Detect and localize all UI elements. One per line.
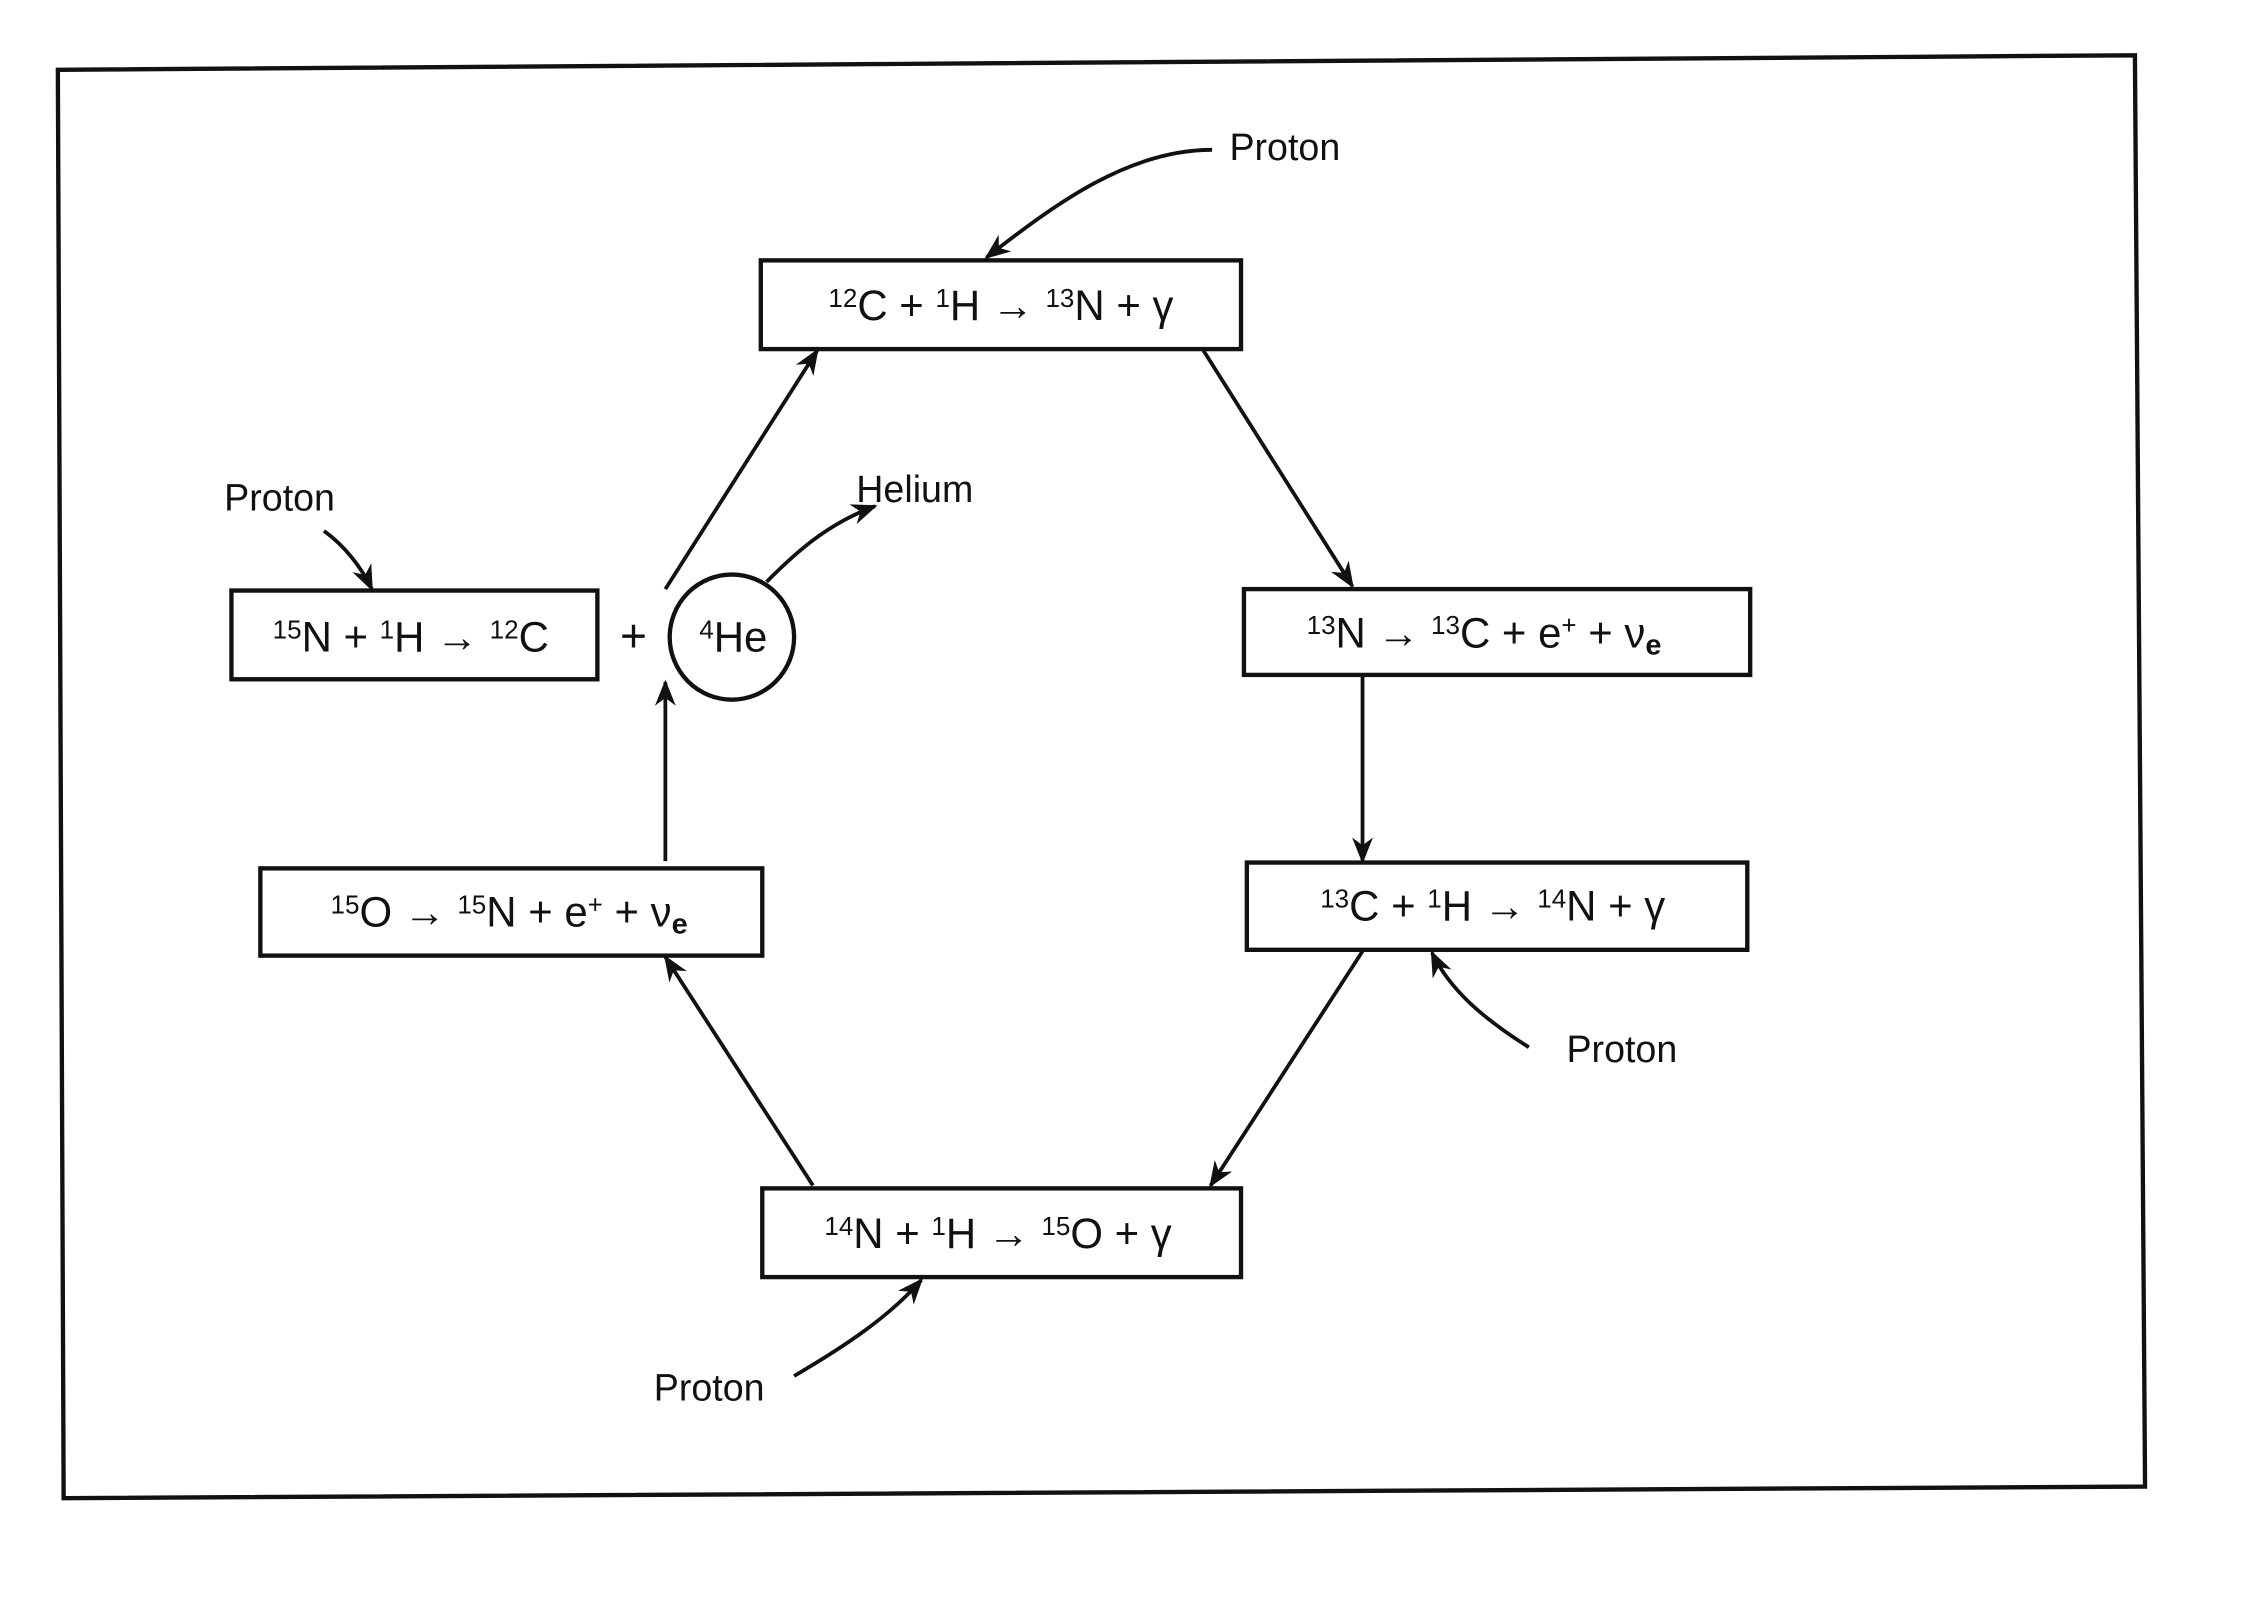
superscript: 1	[380, 614, 394, 644]
proton-arrow-top	[984, 147, 1213, 260]
reaction-equation: 13N → 13C + e+ + νe	[1307, 609, 1662, 661]
superscript: 15	[273, 614, 302, 644]
equation-text: C	[519, 614, 549, 661]
label-proton-bottom: Proton	[654, 1367, 765, 1409]
reaction-box-n13-decay: 13N → 13C + e+ + νe	[1241, 586, 1753, 678]
label-helium: Helium	[856, 468, 973, 510]
label-proton-right: Proton	[1566, 1028, 1677, 1070]
reaction-equation: 12C + 1H → 13N + γ	[828, 282, 1173, 329]
superscript: 13	[1431, 610, 1460, 640]
reaction-box-n15-capture: 15N + 1H → 12C	[229, 588, 600, 682]
arrow-to-n13-decay	[1201, 349, 1354, 589]
equation-text: N + γ	[1074, 282, 1173, 329]
equation-text: + ν	[603, 888, 672, 935]
equation-text: N +	[302, 614, 380, 661]
arrow-to-c12	[663, 348, 819, 591]
subscript: e	[672, 909, 688, 941]
helium-arrow	[765, 504, 878, 584]
equation-text: O + γ	[1070, 1210, 1171, 1257]
label-proton-left: Proton	[224, 476, 335, 518]
reaction-equation: 15N + 1H → 12C	[273, 614, 549, 661]
superscript: 13	[1307, 610, 1336, 640]
reaction-equation: 14N + 1H → 15O + γ	[824, 1210, 1171, 1257]
equation-text: C + e	[1460, 609, 1561, 656]
reaction-equation: 13C + 1H → 14N + γ	[1320, 883, 1665, 930]
equation-text: H →	[946, 1210, 1042, 1257]
superscript: 4	[699, 614, 713, 644]
superscript: 15	[457, 889, 486, 919]
equation-text: N + e	[486, 888, 587, 935]
equation-text: O →	[359, 888, 457, 935]
equation-text: N +	[853, 1210, 931, 1257]
equation-text: H →	[394, 614, 490, 661]
superscript: 1	[1427, 884, 1441, 914]
equation-text: + ν	[1577, 609, 1646, 656]
reaction-box-c12-capture: 12C + 1H → 13N + γ	[758, 258, 1244, 352]
superscript: 12	[490, 614, 519, 644]
superscript: 1	[935, 283, 949, 313]
arrow-to-o15-decay	[663, 954, 815, 1187]
label-proton-top: Proton	[1229, 126, 1340, 168]
superscript: +	[1561, 610, 1576, 640]
superscript: 14	[824, 1211, 853, 1241]
reaction-box-o15-decay: 15O → 15N + e+ + νe	[258, 866, 765, 958]
equation-text: C +	[1349, 883, 1427, 930]
equation-text: N →	[1336, 609, 1432, 656]
equation-text: He	[714, 614, 768, 661]
outer-frame	[55, 53, 2148, 1501]
superscript: +	[588, 889, 603, 919]
superscript: 13	[1320, 884, 1349, 914]
superscript: 15	[331, 889, 360, 919]
reaction-box-n14-capture: 14N + 1H → 15O + γ	[760, 1186, 1244, 1280]
equation-text: H →	[950, 282, 1046, 329]
superscript: 12	[828, 283, 857, 313]
equation-text: N + γ	[1566, 883, 1665, 930]
superscript: 13	[1045, 283, 1074, 313]
proton-arrow-left	[322, 529, 374, 592]
plus-sign: +	[620, 610, 647, 662]
helium-symbol: 4He	[699, 614, 767, 661]
helium-nucleus: 4He	[667, 572, 797, 702]
reaction-equation: 15O → 15N + e+ + νe	[331, 888, 688, 940]
superscript: 15	[1041, 1211, 1070, 1241]
superscript: 14	[1537, 884, 1566, 914]
equation-text: H →	[1442, 883, 1538, 930]
superscript: 1	[931, 1211, 945, 1241]
proton-arrow-right	[1430, 950, 1530, 1049]
arrow-to-n14-capture	[1209, 950, 1365, 1188]
equation-text: C +	[857, 282, 935, 329]
reaction-box-c13-capture: 13C + 1H → 14N + γ	[1244, 860, 1750, 953]
subscript: e	[1645, 629, 1661, 661]
proton-arrow-bottom	[793, 1278, 924, 1378]
